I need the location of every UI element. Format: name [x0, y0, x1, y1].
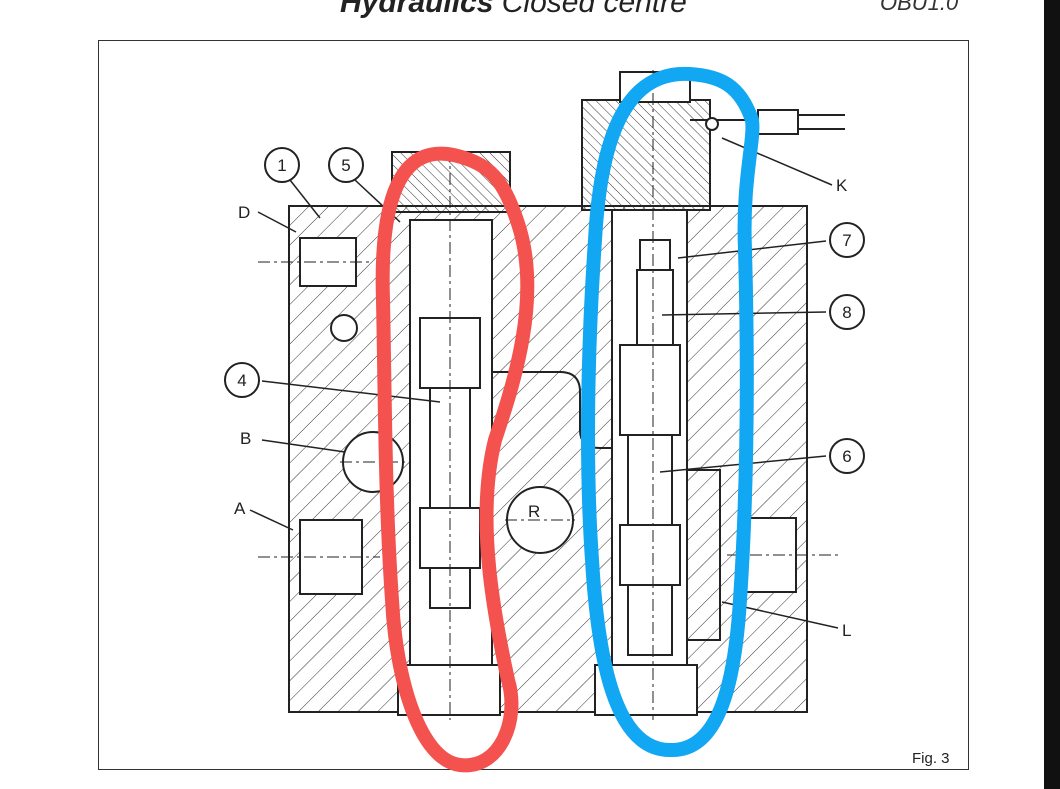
blue-highlight-loop [581, 66, 760, 758]
header-title-bold: Hydraulics [340, 0, 494, 19]
figure-frame [98, 40, 969, 770]
callout-7-label: 7 [842, 231, 851, 250]
figure-label: Fig. 3 [912, 750, 950, 767]
callout-1-circle [264, 147, 300, 183]
callout-numbers: 1 5 4 7 8 6 [237, 156, 851, 466]
port-R-label: R [528, 502, 540, 521]
scan-edge-shadow [1044, 0, 1060, 789]
letter-labels: D B A R K L [234, 176, 851, 640]
callout-6-label: 6 [842, 447, 851, 466]
callout-5-circle [328, 147, 364, 183]
red-highlight-loop [375, 146, 535, 773]
callout-8-circle [829, 294, 865, 330]
callout-circles [224, 147, 865, 474]
callout-5-label: 5 [341, 156, 350, 175]
solenoid-cable [690, 109, 845, 135]
port-A-label: A [234, 499, 246, 518]
callout-7-circle [829, 222, 865, 258]
callout-8-label: 8 [842, 303, 851, 322]
label-L: L [842, 621, 851, 640]
header-code: OBU1.0 [880, 0, 959, 15]
page-header-title: Hydraulics Closed centre [340, 0, 687, 20]
port-D-label: D [238, 203, 250, 222]
callout-1-label: 1 [277, 156, 286, 175]
label-K: K [836, 176, 848, 195]
callout-4-circle [224, 362, 260, 398]
header-title-rest: Closed centre [501, 0, 687, 19]
leader-lines [249, 137, 839, 629]
callout-4-label: 4 [237, 371, 246, 390]
callout-6-circle [829, 438, 865, 474]
port-B-label: B [240, 429, 251, 448]
